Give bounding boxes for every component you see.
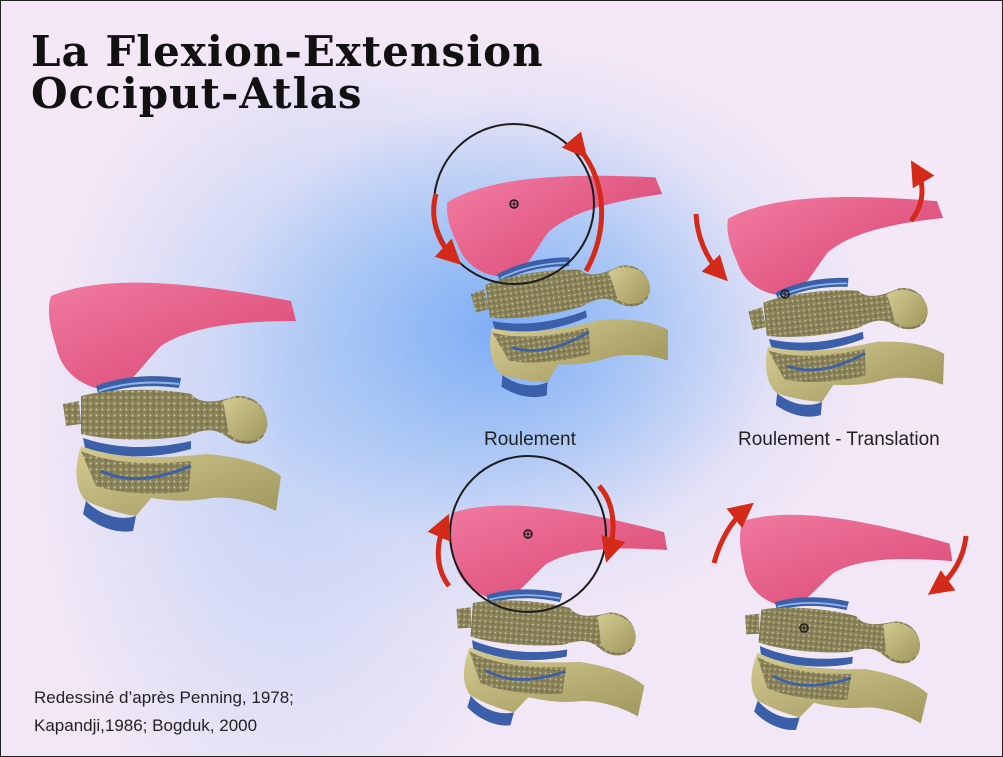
translation-arrow-top-left (691, 206, 731, 281)
credit-line-2: Kapandji,1986; Bogduk, 2000 (34, 712, 294, 740)
credit-text: Redessiné d’après Penning, 1978; Kapandj… (34, 684, 294, 740)
spine-rolling-translation-flexion-figure (731, 511, 956, 751)
center-of-rotation-bottom-right (798, 622, 810, 634)
rotation-arrow-top-right (561, 141, 621, 281)
label-rolling-translation: Roulement - Translation (738, 429, 940, 451)
title-line-1: La Flexion-Extension (31, 31, 544, 73)
rotation-arrow-bottom-left (431, 511, 461, 591)
spine-neutral-figure (41, 276, 301, 551)
translation-arrow-bottom-right (926, 531, 971, 596)
rotation-arrow-bottom-right (591, 481, 626, 561)
credit-line-1: Redessiné d’après Penning, 1978; (34, 684, 294, 712)
title-line-2: Occiput-Atlas (31, 73, 544, 115)
rotation-arrow-top-left (426, 186, 466, 266)
slide-title: La Flexion-Extension Occiput-Atlas (31, 31, 544, 115)
label-rolling: Roulement (484, 429, 576, 451)
center-of-rotation-top-right (779, 288, 791, 300)
translation-arrow-bottom-left (706, 501, 751, 571)
translation-arrow-top-right (901, 161, 941, 231)
